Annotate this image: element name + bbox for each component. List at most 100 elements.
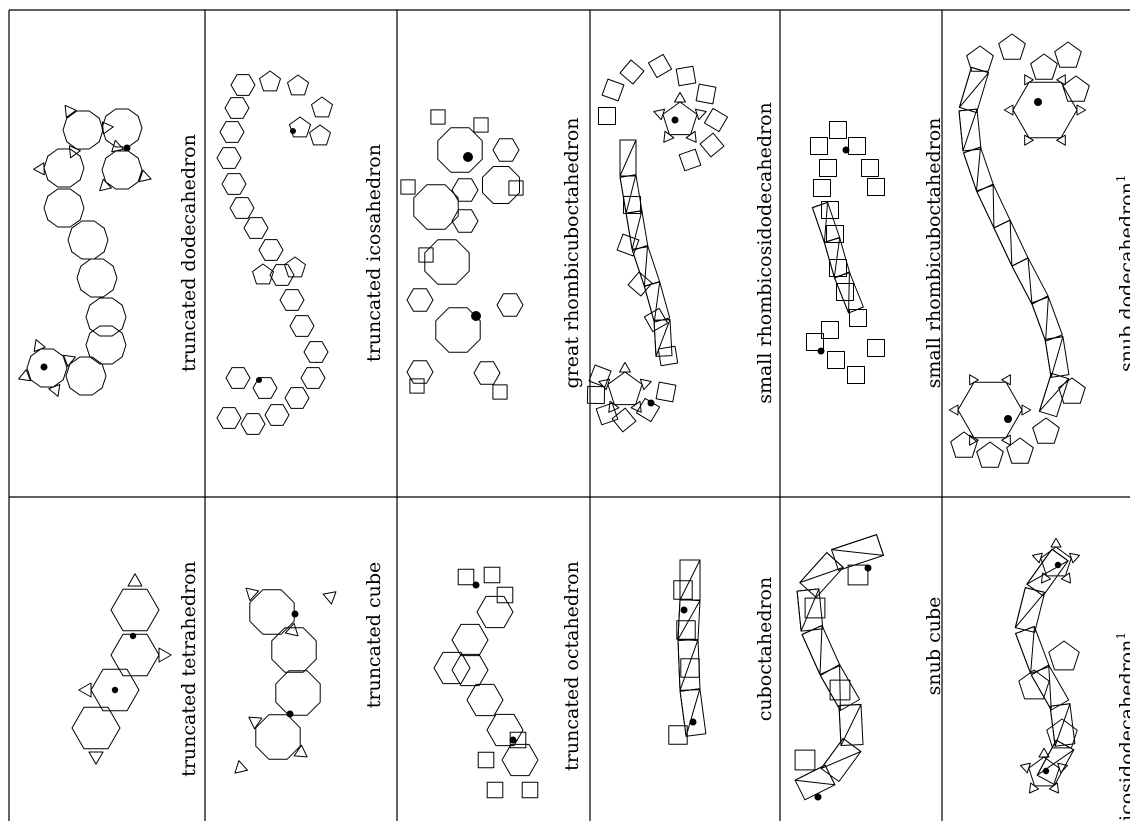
label-icosidodecahedron-footnote: 1 <box>1114 632 1128 640</box>
net-small-rhombicosidodecahedron <box>611 407 637 433</box>
net-snub-dodecahedron <box>1032 417 1060 444</box>
net-snub-dodecahedron <box>1003 104 1014 116</box>
net-icosidodecahedron <box>1032 552 1043 564</box>
net-truncated-icosahedron <box>243 217 269 239</box>
net-truncated-icosahedron <box>284 256 306 278</box>
net-icosidodecahedron <box>1038 747 1050 758</box>
net-truncated-dodecahedron <box>33 162 45 176</box>
net-snub-dodecahedron <box>948 404 959 416</box>
net-truncated-icosahedron <box>252 377 278 399</box>
net-truncated-icosahedron <box>216 147 242 169</box>
net-truncated-icosahedron-dot <box>290 128 296 134</box>
net-small-rhombicuboctahedron <box>867 339 885 357</box>
net-snub-dodecahedron <box>950 431 978 458</box>
net-small-rhombicosidodecahedron <box>619 174 637 214</box>
net-snub-dodecahedron <box>1056 134 1066 146</box>
net-truncated-dodecahedron-dot <box>40 363 48 371</box>
net-snub-cube <box>796 588 820 632</box>
net-snub-dodecahedron <box>1030 53 1058 80</box>
net-snub-cube <box>829 679 851 701</box>
net-icosidodecahedron <box>1040 546 1072 577</box>
label-snub-cube: snub cube <box>923 597 945 696</box>
net-great-rhombicuboctahedron <box>496 293 524 317</box>
net-snub-dodecahedron <box>1021 404 1032 416</box>
net-truncated-cube <box>249 589 295 635</box>
net-truncated-dodecahedron <box>26 348 68 388</box>
net-icosidodecahedron <box>1014 587 1046 629</box>
net-cuboctahedron <box>679 559 701 601</box>
net-small-rhombicuboctahedron-dot <box>817 347 825 355</box>
net-truncated-dodecahedron <box>101 108 143 148</box>
net-snub-dodecahedron <box>1001 374 1011 386</box>
net-small-rhombicosidodecahedron <box>685 130 697 143</box>
net-great-rhombicuboctahedron <box>508 180 524 196</box>
net-great-rhombicuboctahedron-dot <box>463 152 473 162</box>
net-truncated-cube <box>271 627 317 673</box>
net-truncated-dodecahedron <box>48 384 61 397</box>
net-truncated-dodecahedron <box>64 104 77 118</box>
net-truncated-dodecahedron <box>85 297 127 337</box>
net-great-rhombicuboctahedron <box>430 109 446 125</box>
net-snub-cube <box>820 738 862 769</box>
net-truncated-octahedron <box>496 586 514 604</box>
net-snub-cube <box>794 749 816 771</box>
net-small-rhombicosidodecahedron <box>586 385 606 405</box>
net-small-rhombicuboctahedron <box>813 179 831 197</box>
net-truncated-octahedron <box>476 595 514 629</box>
net-small-rhombicosidodecahedron <box>639 378 652 391</box>
net-truncated-octahedron <box>433 651 471 685</box>
net-small-rhombicosidodecahedron <box>619 59 645 85</box>
net-small-rhombicosidodecahedron <box>631 245 649 287</box>
net-small-rhombicuboctahedron <box>849 309 867 327</box>
net-great-rhombicuboctahedron <box>473 361 501 385</box>
net-small-rhombicosidodecahedron <box>662 101 698 136</box>
label-truncated-octahedron: truncated octahedron <box>561 561 583 771</box>
net-small-rhombicuboctahedron <box>821 201 839 219</box>
net-truncated-cube <box>234 760 249 774</box>
net-snub-dodecahedron <box>1058 377 1086 404</box>
net-small-rhombicosidodecahedron <box>598 107 616 125</box>
net-truncated-dodecahedron <box>99 178 112 192</box>
net-truncated-cube <box>284 622 299 637</box>
net-small-rhombicosidodecahedron <box>699 132 725 158</box>
net-truncated-icosahedron <box>284 387 310 409</box>
net-truncated-icosahedron <box>303 341 329 363</box>
net-truncated-octahedron <box>457 568 475 586</box>
net-truncated-tetrahedron <box>110 633 160 677</box>
net-truncated-dodecahedron <box>111 139 124 153</box>
net-small-rhombicuboctahedron <box>861 159 879 177</box>
net-truncated-cube <box>322 591 337 605</box>
net-icosidodecahedron <box>1036 739 1075 776</box>
net-truncated-dodecahedron <box>43 188 85 228</box>
net-truncated-cube <box>245 587 260 602</box>
net-snub-dodecahedron <box>969 434 979 446</box>
net-small-rhombicuboctahedron <box>819 159 837 177</box>
label-truncated-cube: truncated cube <box>363 562 385 709</box>
net-truncated-dodecahedron <box>33 339 46 352</box>
net-truncated-octahedron <box>486 713 524 747</box>
net-truncated-tetrahedron <box>88 751 104 765</box>
net-truncated-cube <box>255 714 301 760</box>
net-snub-dodecahedron <box>958 108 978 152</box>
net-small-rhombicuboctahedron <box>826 225 844 243</box>
net-small-rhombicuboctahedron <box>834 271 850 314</box>
net-icosidodecahedron <box>1015 626 1035 674</box>
net-truncated-icosahedron <box>287 74 309 96</box>
net-small-rhombicosidodecahedron <box>608 400 620 413</box>
net-snub-dodecahedron <box>1011 257 1033 305</box>
label-snub-dodecahedron: snub dodecahedron1 <box>1114 175 1130 372</box>
net-truncated-icosahedron <box>289 116 311 138</box>
net-truncated-icosahedron <box>258 239 284 261</box>
net-cuboctahedron <box>679 688 701 737</box>
net-snub-dodecahedron-dot <box>1034 98 1042 106</box>
net-great-rhombicuboctahedron <box>492 384 508 400</box>
net-snub-dodecahedron <box>976 441 1004 468</box>
net-snub-cube <box>804 597 826 619</box>
net-icosidodecahedron <box>1041 572 1052 584</box>
net-small-rhombicosidodecahedron <box>675 65 697 87</box>
net-truncated-icosahedron <box>252 263 274 285</box>
net-small-rhombicuboctahedron <box>829 121 847 139</box>
net-truncated-octahedron <box>466 683 504 717</box>
net-cuboctahedron <box>673 580 693 600</box>
net-truncated-octahedron <box>451 653 489 687</box>
